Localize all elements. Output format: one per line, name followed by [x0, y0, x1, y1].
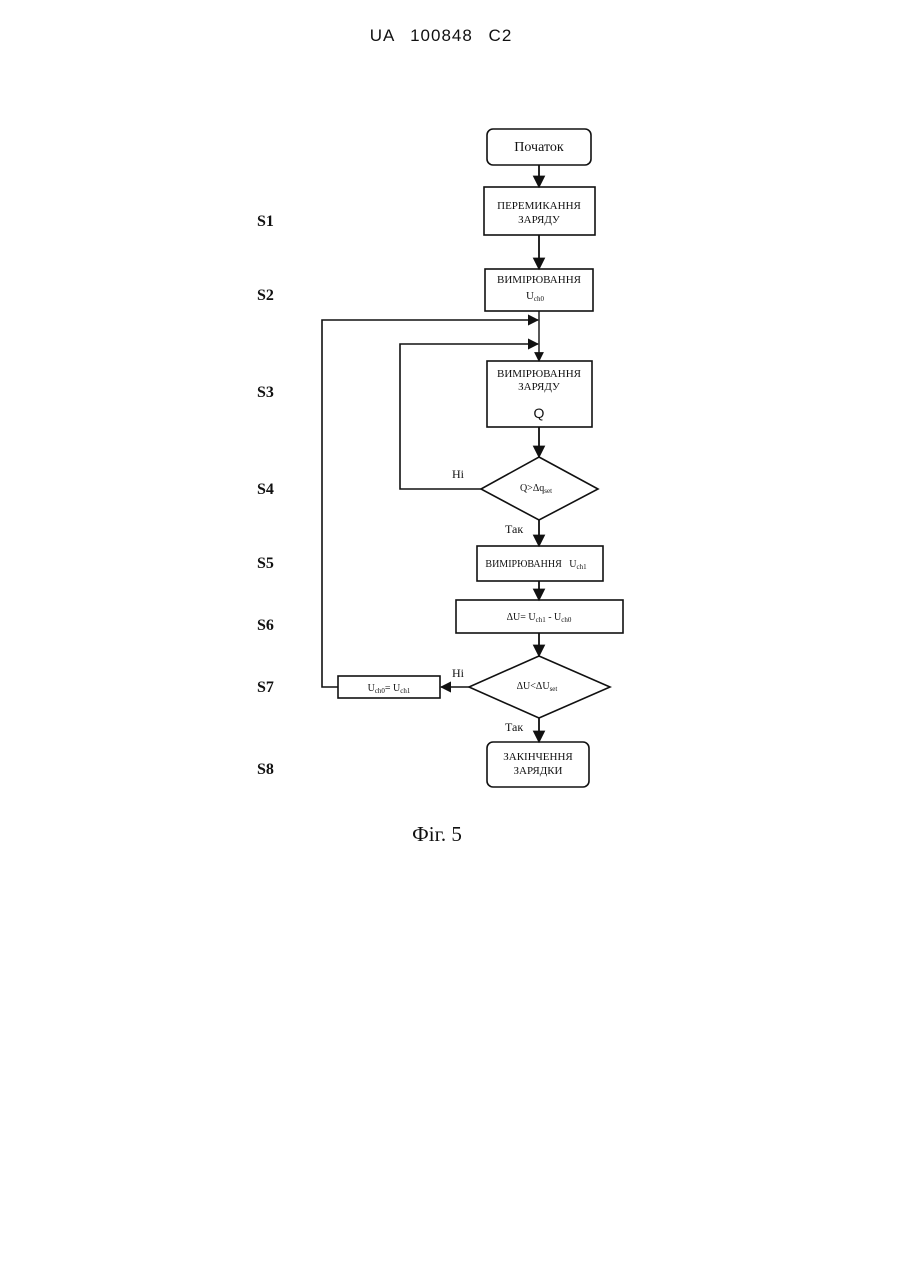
measure-u0-label-line1: ВИМІРЮВАННЯ	[497, 274, 582, 286]
measure-charge-label-line2: ЗАРЯДУ	[518, 381, 560, 393]
step-label-s8: S8	[257, 761, 274, 778]
measure-charge-label-line1: ВИМІРЮВАННЯ	[497, 368, 582, 380]
start-node-label: Початок	[514, 140, 564, 155]
measure-u1-label: ВИМІРЮВАННЯ Uch1	[485, 559, 587, 571]
edge-label-yes-s7: Так	[505, 720, 523, 734]
edge-label-no-s4: Ні	[452, 467, 465, 481]
step-label-s1: S1	[257, 213, 274, 230]
figure-caption: Фіг. 5	[412, 822, 462, 846]
step-label-s5: S5	[257, 555, 274, 572]
edge-label-yes-s4: Так	[505, 522, 523, 536]
end-node-label-line1: ЗАКІНЧЕННЯ	[503, 751, 573, 763]
step-label-s7: S7	[257, 679, 274, 696]
step-label-s2: S2	[257, 287, 274, 304]
step-label-s4: S4	[257, 481, 274, 498]
switch-charge-label-line2: ЗАРЯДУ	[518, 214, 560, 226]
measure-charge-label-line3: Q	[534, 405, 545, 421]
step-label-s3: S3	[257, 384, 274, 401]
end-node-label-line2: ЗАРЯДКИ	[513, 765, 562, 777]
switch-charge-label-line1: ПЕРЕМИКАННЯ	[497, 200, 581, 212]
edge-label-no-s7: Ні	[452, 666, 465, 680]
step-label-s6: S6	[257, 617, 274, 634]
